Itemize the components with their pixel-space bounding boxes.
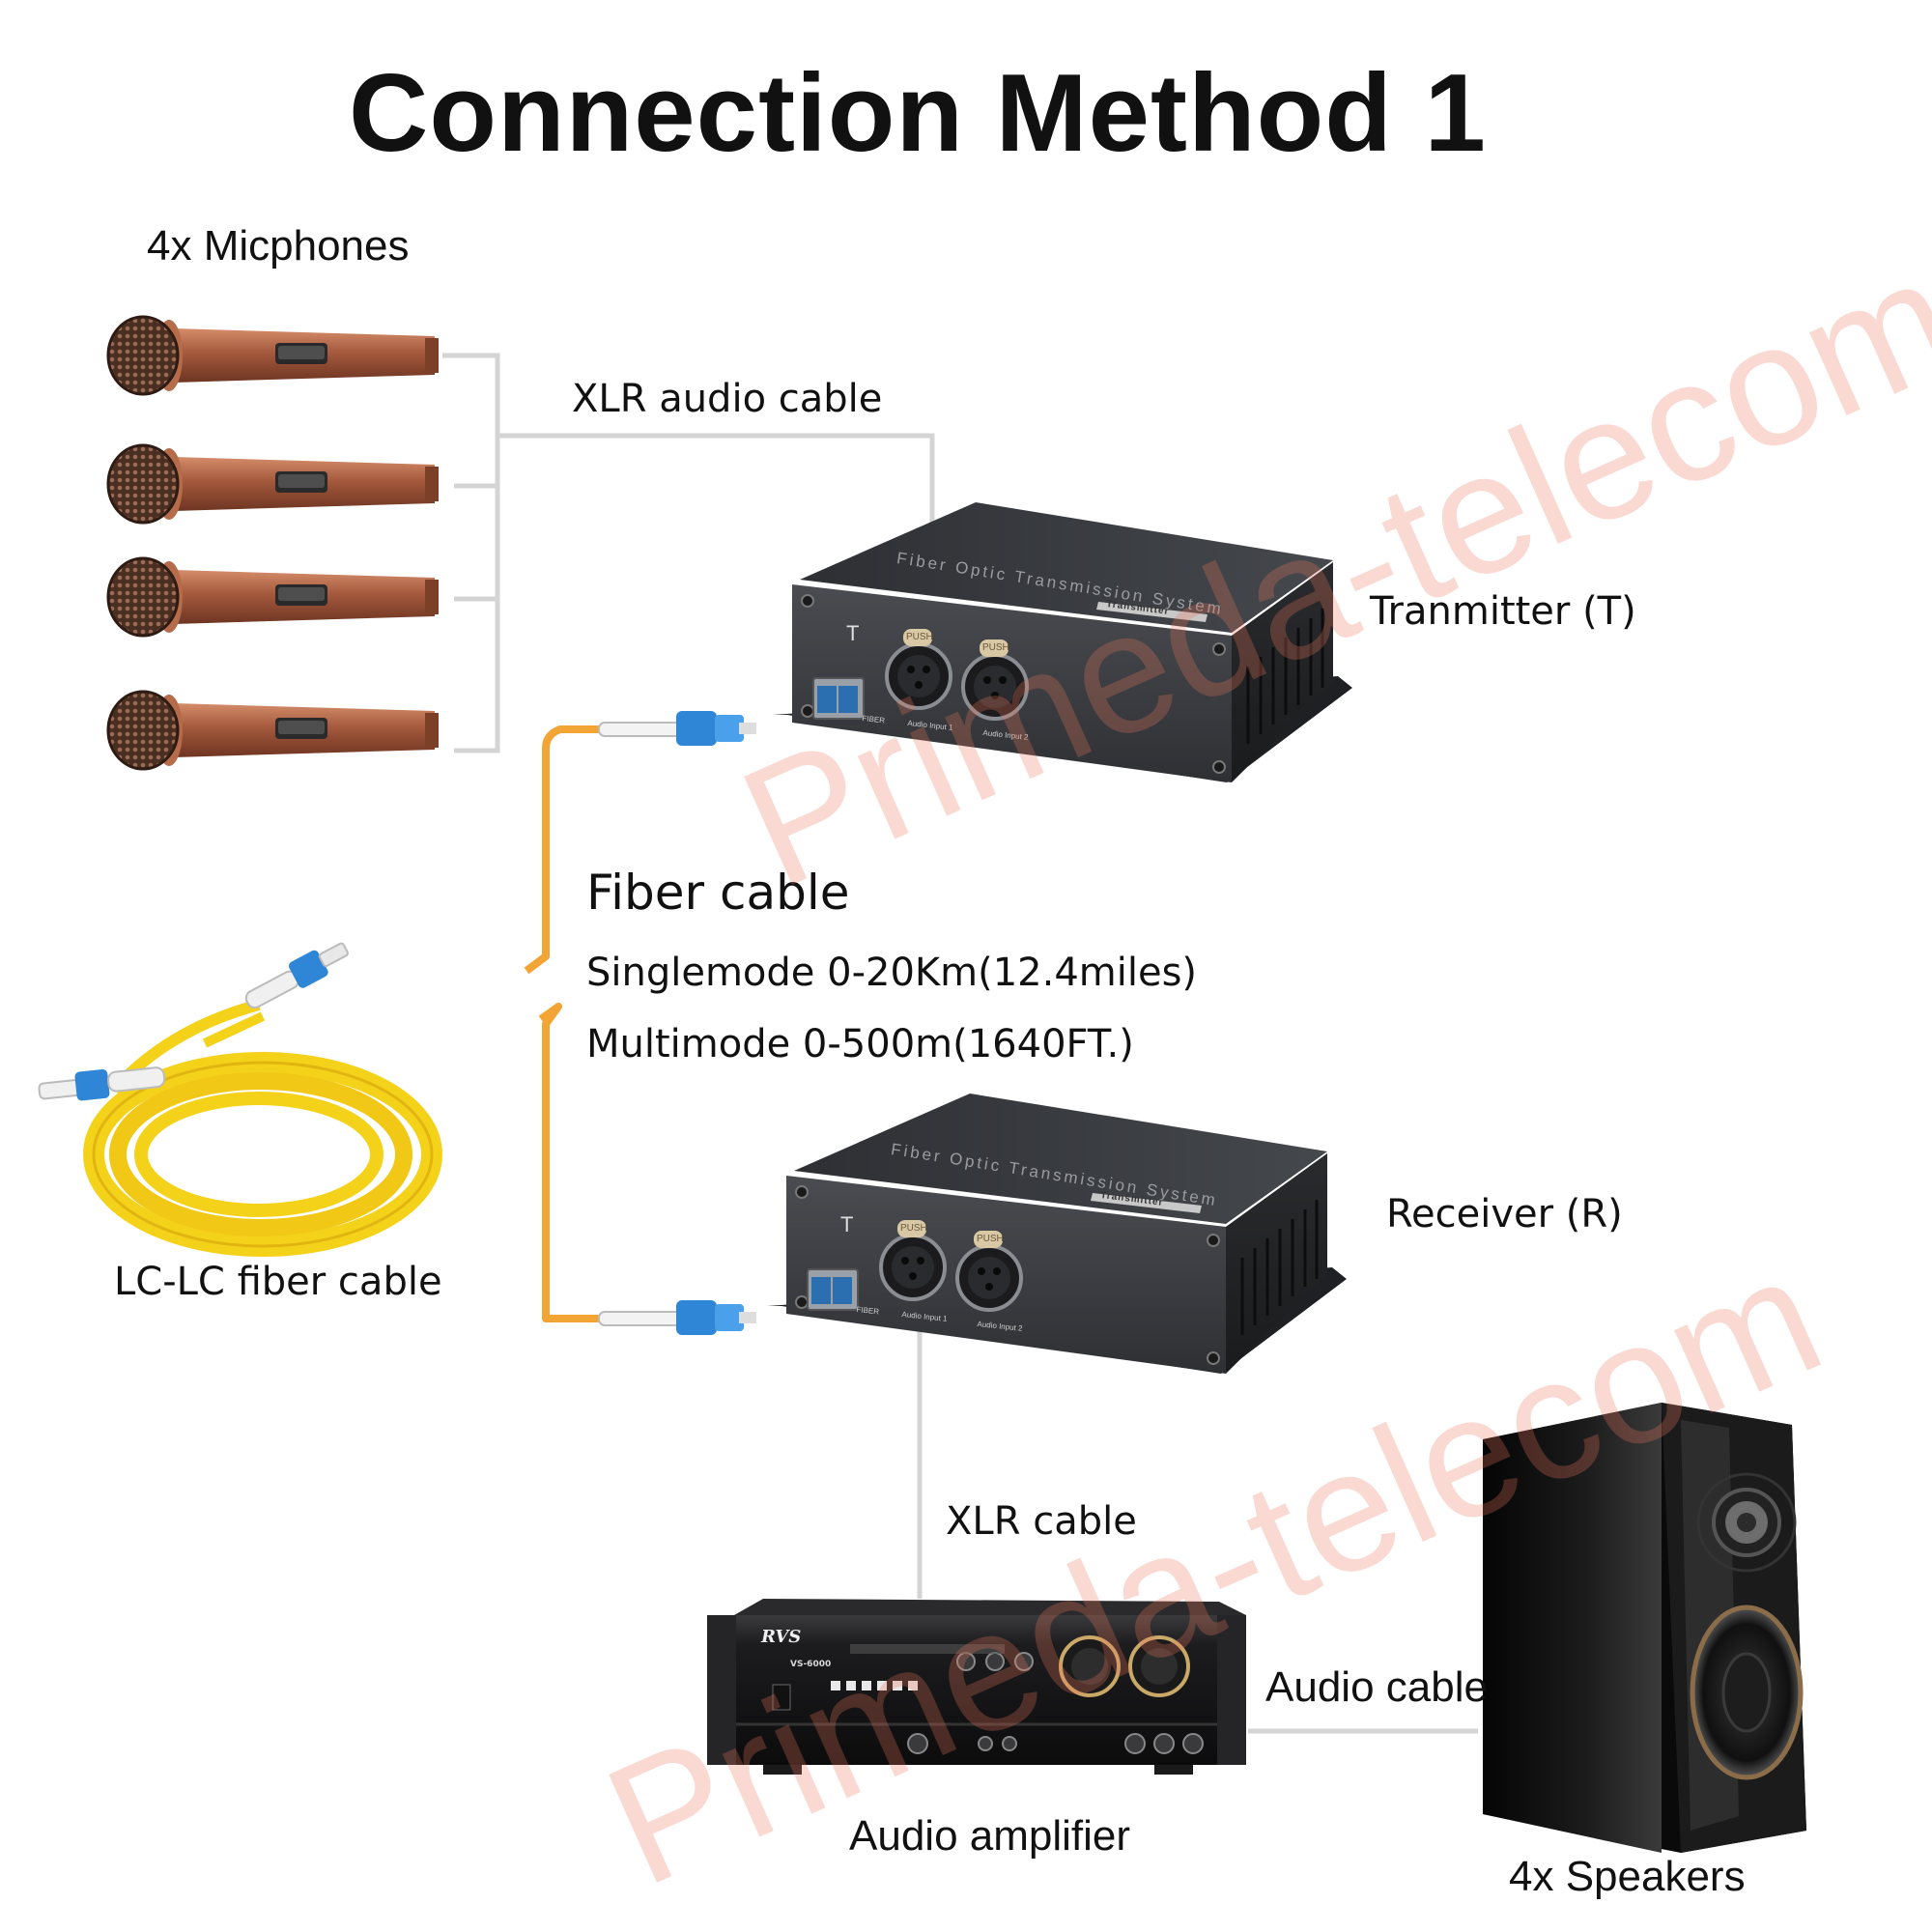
singlemode-spec: Singlemode 0-20Km(12.4miles) [586, 951, 1198, 995]
fiber-cable-line [524, 725, 599, 1322]
receiver-label: Receiver (R) [1386, 1192, 1623, 1236]
microphones-label: 4x Micphones [147, 222, 410, 270]
lc-lc-fiber-coil [83, 999, 442, 1257]
transmitter-push-1: PUSH [906, 632, 933, 642]
receiver-t-mark: T [840, 1212, 854, 1236]
audio-amplifier: RVS VS-6000 [707, 1599, 1246, 1775]
receiver-push-1: PUSH [900, 1223, 927, 1234]
fiber-cable-label: Fiber cable [586, 865, 850, 921]
xlr-audio-cable-label: XLR audio cable [572, 377, 883, 421]
speaker [1483, 1403, 1806, 1853]
transmitter-t-mark: T [846, 621, 860, 645]
amplifier-model: VS-6000 [790, 1660, 831, 1669]
microphone [106, 315, 439, 396]
amplifier-brand: RVS [760, 1627, 801, 1647]
audio-amplifier-label: Audio amplifier [849, 1812, 1131, 1860]
lc-connector [598, 711, 756, 746]
microphones [106, 315, 440, 771]
speakers-label: 4x Speakers [1509, 1853, 1746, 1900]
transmitter-label: Tranmitter (T) [1370, 589, 1636, 634]
xlr-cable-label: XLR cable [946, 1499, 1137, 1544]
page-title: Connection Method 1 [349, 52, 1487, 175]
transmitter-push-2: PUSH [982, 642, 1009, 653]
lc-fiber-cable-label: LC-LC fiber cable [114, 1260, 442, 1304]
lc-coil-connectors [38, 942, 349, 1101]
audio-cable-label: Audio cable [1265, 1663, 1488, 1711]
multimode-spec: Multimode 0-500m(1640FT.) [586, 1022, 1134, 1066]
receiver-push-2: PUSH [977, 1234, 1004, 1244]
fiber-optic-unit [773, 502, 1352, 782]
